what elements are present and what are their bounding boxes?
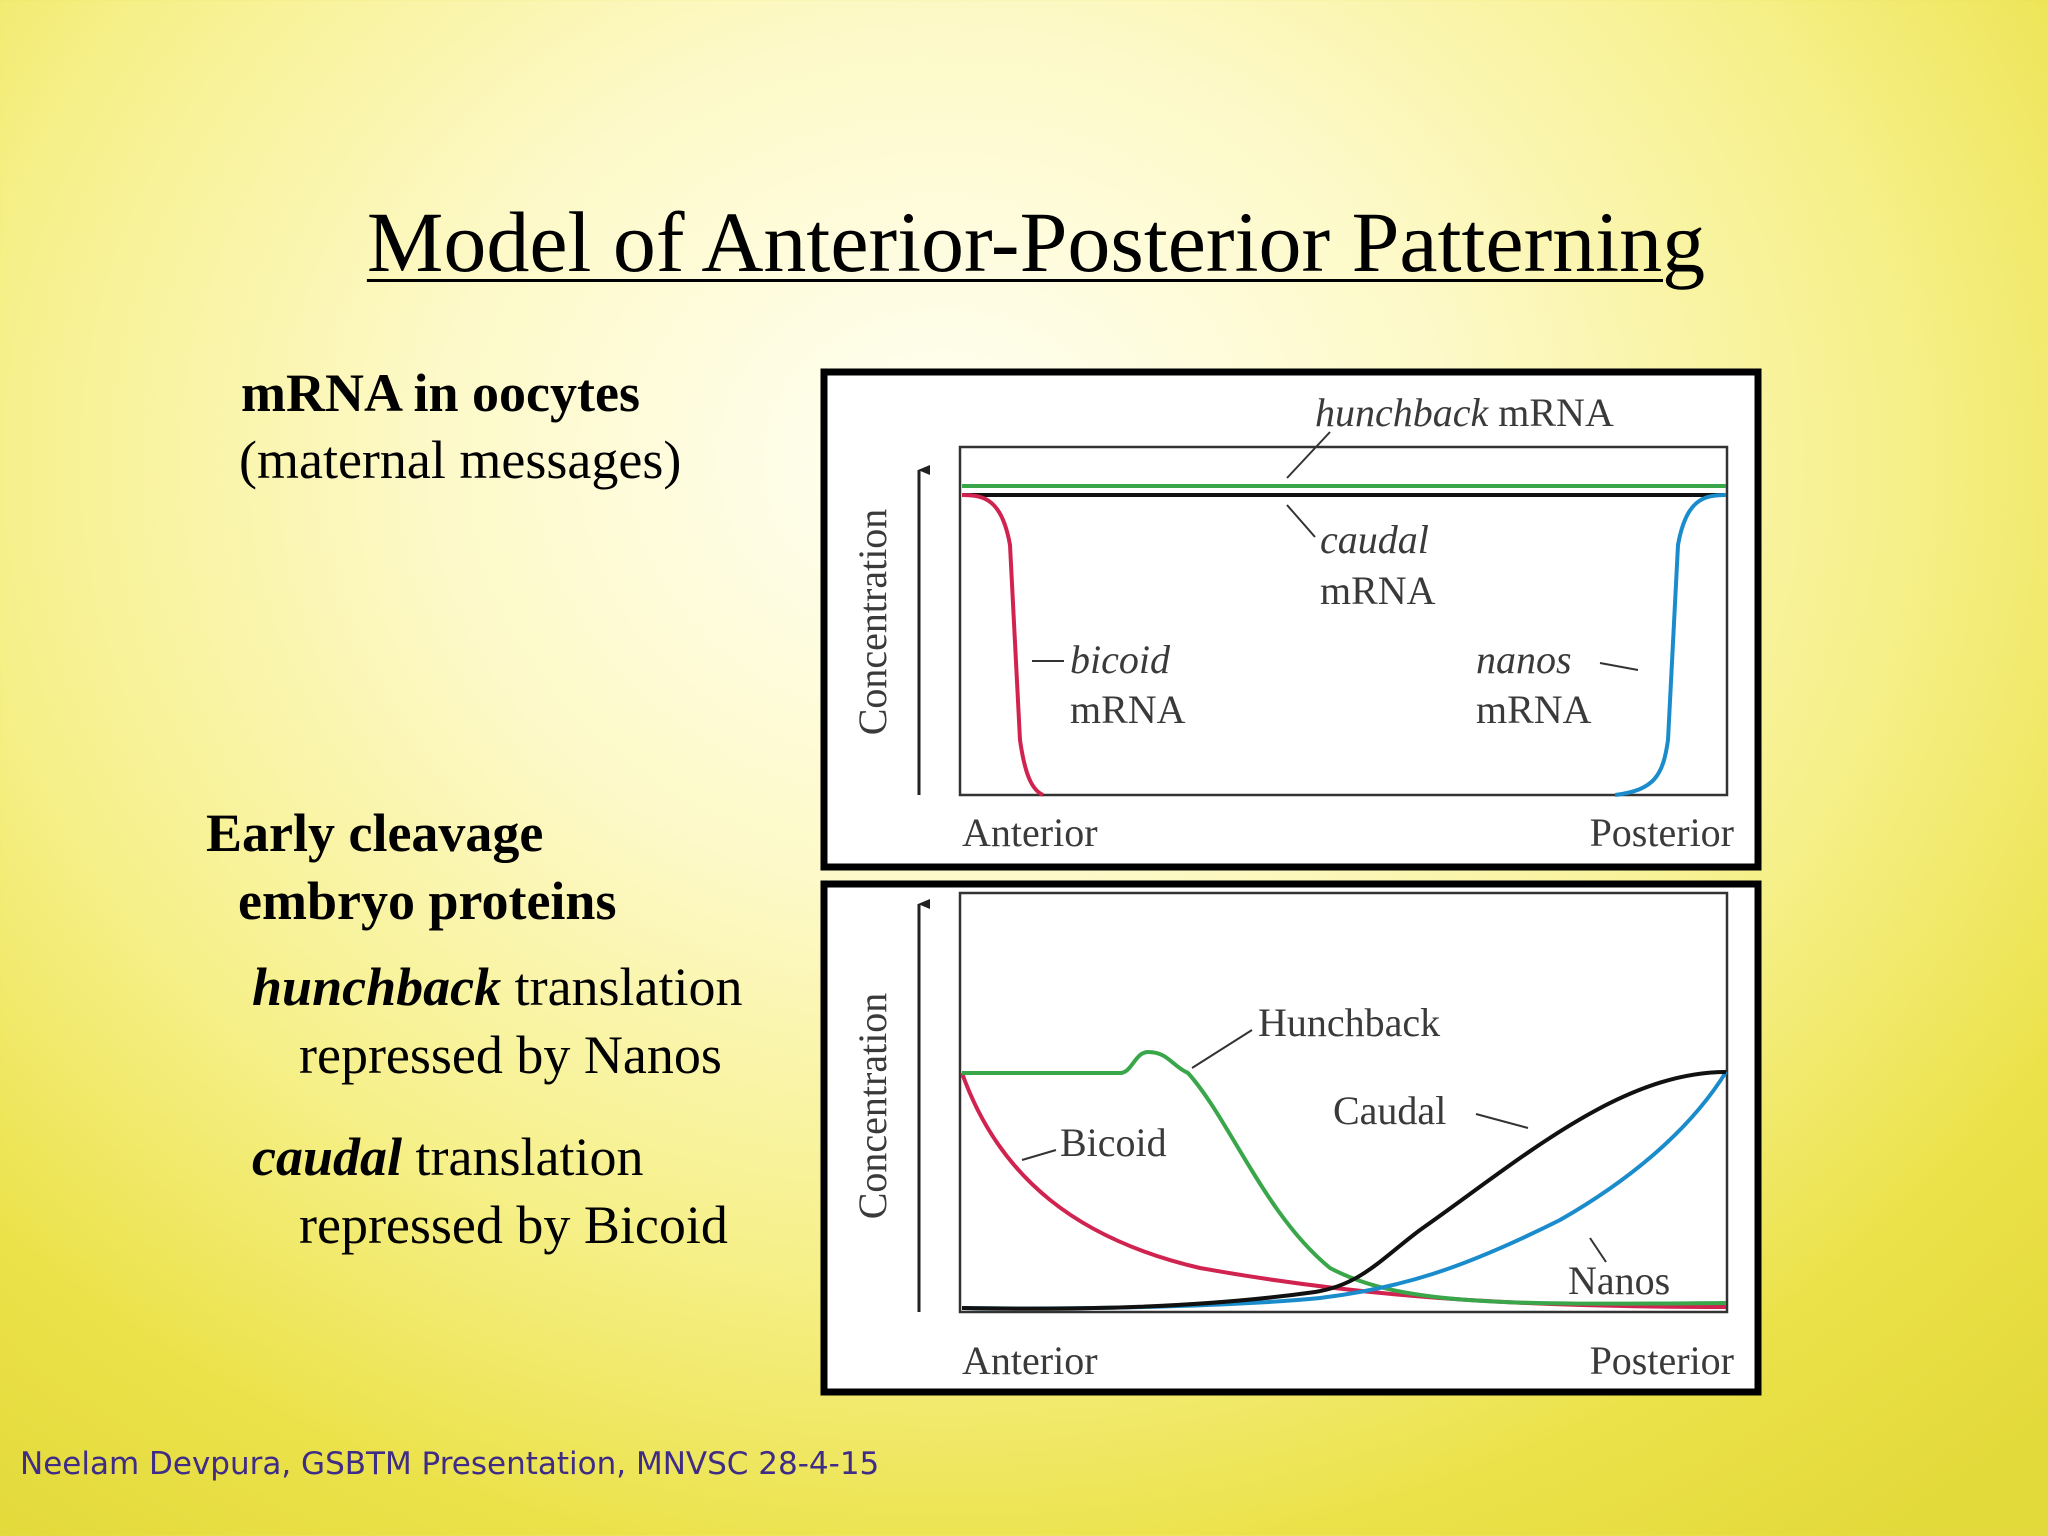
nanos-mrna-leader (1599, 662, 1639, 671)
footer-credit: Neelam Devpura, GSBTM Presentation, MNVS… (20, 1446, 880, 1482)
nanos-protein-leader (1589, 1237, 1607, 1263)
top-x-label-anterior: Anterior (962, 810, 1098, 855)
hunchback-repression-text: repressed by Nanos (299, 1025, 722, 1085)
top-panel-mrna: Concentration Anterior Posterior hunchba… (820, 368, 1762, 871)
bottom-y-axis-label: Concentration (850, 993, 895, 1220)
caudal-protein-curve (961, 1070, 1727, 1311)
bicoid-protein-leader (1021, 1149, 1057, 1161)
caudal-mrna-suffix-label: mRNA (1320, 568, 1436, 613)
caudal-repression-text: repressed by Bicoid (299, 1195, 728, 1255)
caudal-translation-note: caudal translation (252, 1124, 643, 1190)
bottom-panel-frame (820, 880, 1762, 1396)
top-plot-box (958, 445, 1729, 797)
hunchback-translation-note: hunchback translation (252, 954, 743, 1020)
bottom-x-label-anterior: Anterior (962, 1338, 1098, 1383)
hunchback-gene-name: hunchback (252, 957, 502, 1017)
top-panel-frame (820, 368, 1762, 871)
proteins-heading-line1: Early cleavage (206, 803, 544, 863)
bottom-panel-proteins: Concentration Anterior Posterior Hunchba… (820, 880, 1762, 1396)
hunchback-mrna-leader (1286, 431, 1331, 479)
caudal-gene-name: caudal (252, 1127, 403, 1187)
mrna-heading: mRNA in oocytes (241, 363, 640, 423)
nanos-protein-label: Nanos (1568, 1258, 1670, 1303)
caudal-mrna-leader (1286, 504, 1316, 538)
bicoid-mrna-suffix-label: mRNA (1070, 687, 1186, 732)
caudal-mrna-gene-label: caudal (1320, 517, 1429, 562)
mrna-subheading: (maternal messages) (239, 430, 682, 490)
caudal-protein-leader (1475, 1113, 1529, 1129)
nanos-mrna-gene-label: nanos (1476, 637, 1572, 682)
top-y-axis-label: Concentration (850, 509, 895, 736)
proteins-heading-line2: embryo proteins (238, 871, 617, 931)
hunchback-mrna-label: hunchback mRNA (1315, 390, 1614, 435)
slide-title: Model of Anterior-Posterior Patterning (366, 194, 1706, 290)
caudal-protein-label: Caudal (1333, 1088, 1446, 1133)
hunchback-protein-label: Hunchback (1258, 1000, 1440, 1045)
caudal-translation-text: translation (402, 1127, 644, 1187)
nanos-mrna-curve (1614, 493, 1727, 797)
bicoid-mrna-gene-label: bicoid (1070, 637, 1171, 682)
nanos-mrna-suffix-label: mRNA (1476, 687, 1592, 732)
top-x-label-posterior: Posterior (1590, 810, 1734, 855)
hunchback-protein-leader (1191, 1029, 1253, 1069)
bottom-x-label-posterior: Posterior (1590, 1338, 1734, 1383)
bicoid-mrna-curve (961, 493, 1044, 797)
hunchback-translation-text: translation (501, 957, 743, 1017)
bicoid-protein-label: Bicoid (1060, 1120, 1167, 1165)
hunchback-protein-curve (962, 1049, 1727, 1306)
bottom-plot-box (958, 891, 1729, 1314)
